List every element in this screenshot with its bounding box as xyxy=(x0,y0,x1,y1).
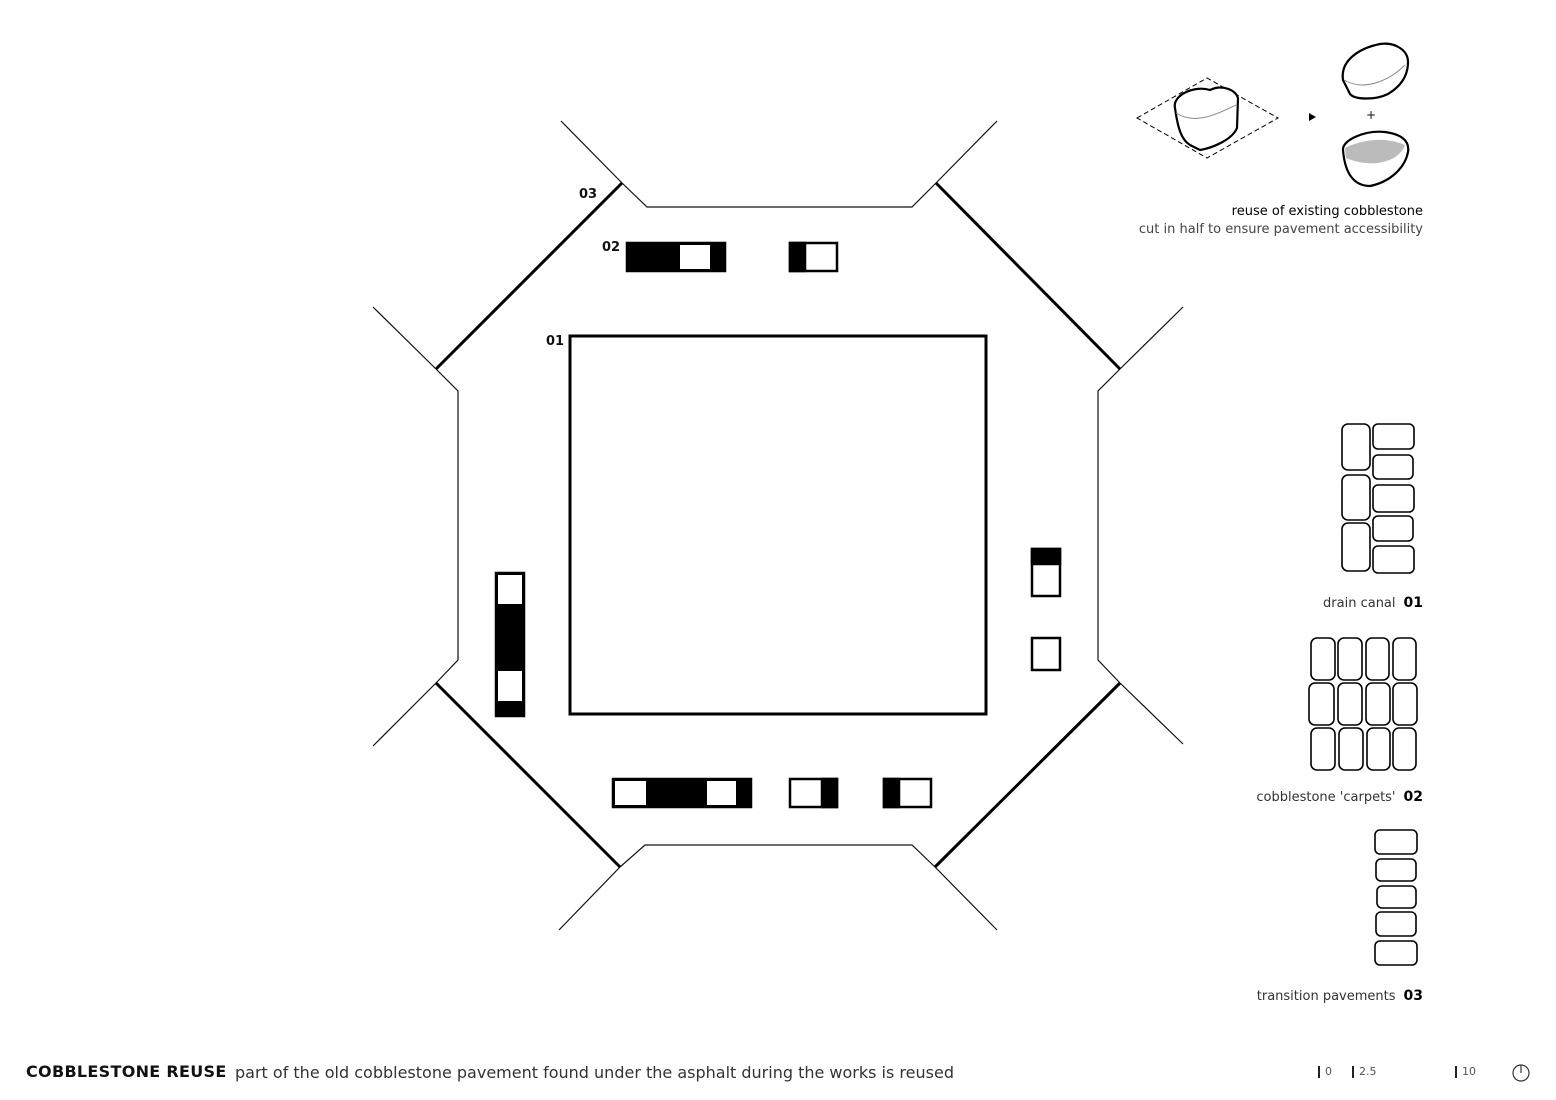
legend-number: 02 xyxy=(1403,789,1423,805)
label-03: 03 xyxy=(579,187,598,202)
legend-stones-carpets xyxy=(1308,637,1418,771)
label-01: 01 xyxy=(546,334,565,349)
legend-label: cobblestone 'carpets' xyxy=(1256,790,1396,805)
north-arrow-icon xyxy=(1512,1064,1530,1082)
footer-description: part of the old cobblestone pavement fou… xyxy=(235,1063,954,1082)
legend-item-drain: drain canal 01 xyxy=(1323,595,1423,611)
transition-pavement-lines xyxy=(434,181,1122,869)
legend-item-transition: transition pavements 03 xyxy=(1257,988,1423,1004)
label-02: 02 xyxy=(602,240,621,255)
cobblestone-cut-diagram xyxy=(1135,42,1410,188)
scale-tick-10: 10 xyxy=(1455,1066,1476,1078)
legend-item-carpets: cobblestone 'carpets' 02 xyxy=(1256,789,1423,805)
legend-number: 03 xyxy=(1403,988,1423,1004)
drain-canal-square xyxy=(568,334,988,716)
scale-tick-2-5: 2.5 xyxy=(1352,1066,1377,1078)
plus-sign: + xyxy=(1366,108,1377,122)
legend-number: 01 xyxy=(1403,595,1423,611)
legend-stones-transition xyxy=(1374,829,1418,966)
scale-tick-0: 0 xyxy=(1318,1066,1332,1078)
legend-label: drain canal xyxy=(1323,596,1396,611)
cut-diagram-subtitle: cut in half to ensure pavement accessibi… xyxy=(1138,222,1423,237)
street-lines xyxy=(372,120,1184,931)
legend-label: transition pavements xyxy=(1256,989,1396,1004)
footer-title: COBBLESTONE REUSE xyxy=(26,1062,227,1081)
legend-stones-drain xyxy=(1341,423,1415,574)
cobblestone-carpets xyxy=(494,241,1062,809)
cut-diagram-title: reuse of existing cobblestone xyxy=(1231,204,1423,219)
